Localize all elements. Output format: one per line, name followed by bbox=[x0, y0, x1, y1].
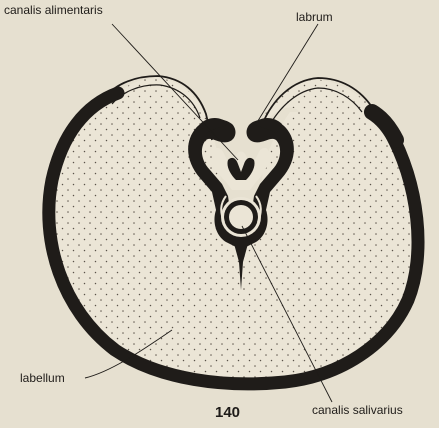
label-labrum: labrum bbox=[296, 10, 333, 24]
label-canalis-salivarius: canalis salivarius bbox=[312, 403, 403, 417]
figure-number: 140 bbox=[215, 405, 240, 421]
label-canalis-alimentaris: canalis alimentaris bbox=[4, 3, 103, 17]
label-labellum: labellum bbox=[20, 371, 65, 385]
